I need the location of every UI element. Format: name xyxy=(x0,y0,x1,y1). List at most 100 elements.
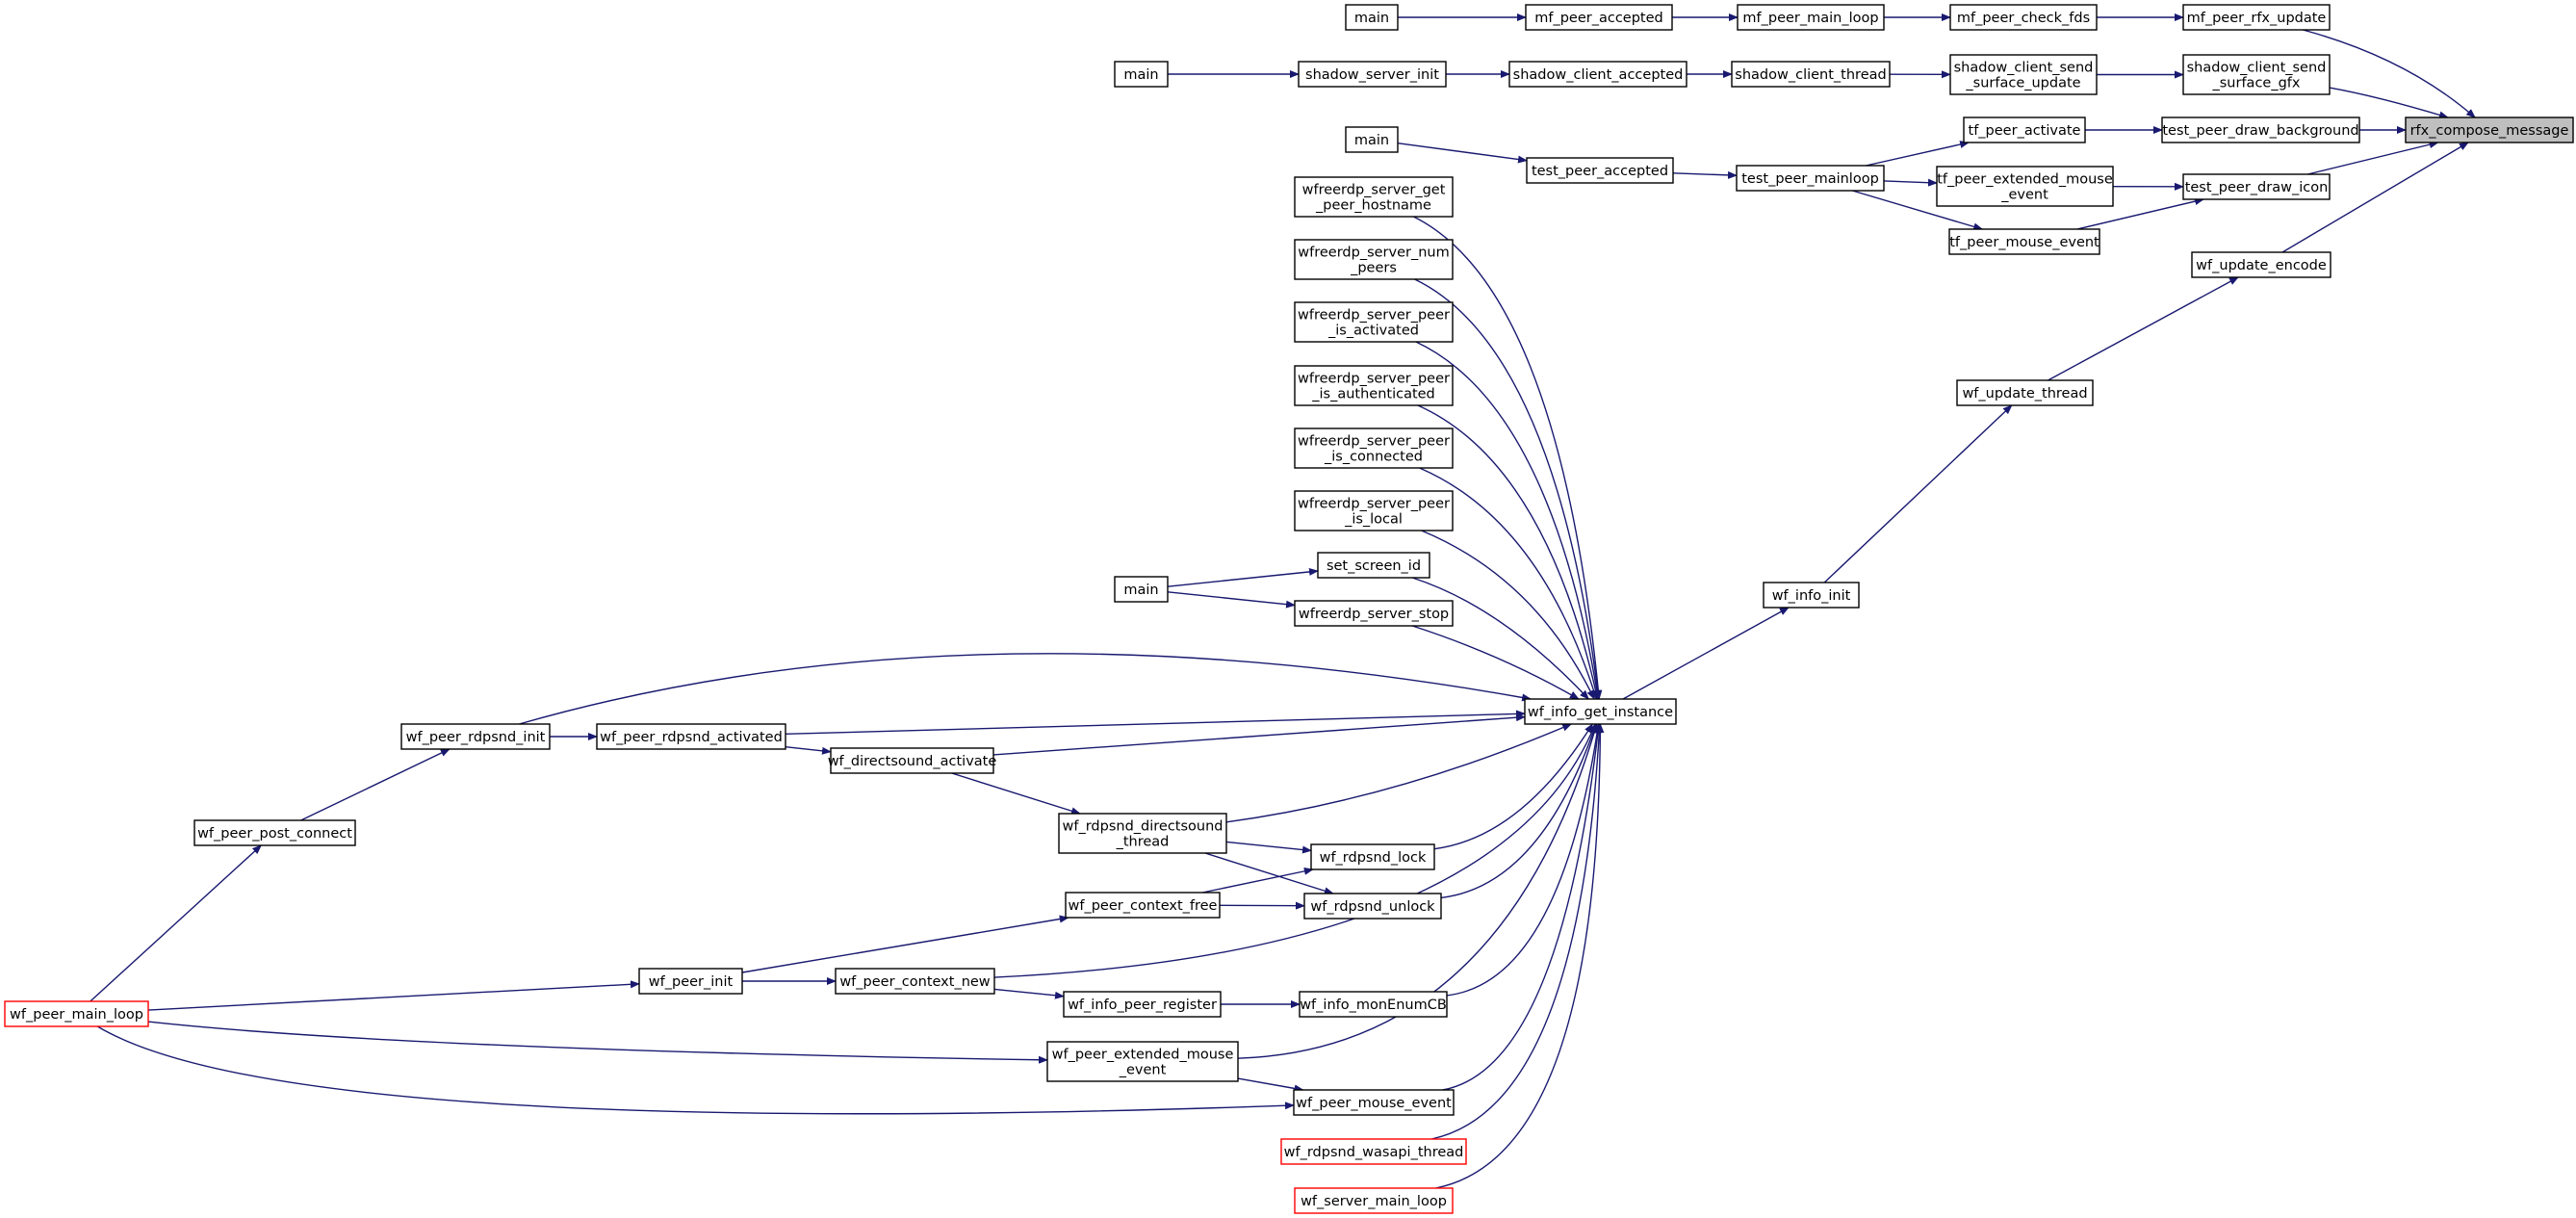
node-wf_upd_thread[interactable]: wf_update_thread xyxy=(1956,379,2094,406)
node-box xyxy=(638,968,743,995)
node-box xyxy=(2182,4,2331,31)
node-sc_gfx[interactable]: shadow_client_send_surface_gfx xyxy=(2182,54,2331,95)
node-label: mf_peer_accepted xyxy=(1534,11,1663,26)
edge-tf_mouse-to-tp_icon xyxy=(2076,197,2205,230)
node-label: _event xyxy=(2000,188,2048,203)
node-label: set_screen_id xyxy=(1327,558,1421,574)
node-sc_thread[interactable]: shadow_client_thread xyxy=(1731,61,1891,88)
node-ws_hostname[interactable]: wfreerdp_server_get_peer_hostname xyxy=(1294,176,1454,218)
edge-main_tp-to-tp_accepted xyxy=(1397,142,1528,164)
node-info_reg[interactable]: wf_info_peer_register xyxy=(1063,991,1222,1018)
node-label: wf_server_main_loop xyxy=(1301,1194,1447,1209)
node-box xyxy=(193,819,356,846)
node-mon_enum[interactable]: wf_info_monEnumCB xyxy=(1299,991,1448,1018)
node-wasapi[interactable]: wf_rdpsnd_wasapi_thread xyxy=(1280,1138,1467,1165)
node-tf_mouse[interactable]: tf_peer_mouse_event xyxy=(1948,228,2100,255)
edge-ds_activate-to-wf_get_inst xyxy=(992,713,1526,756)
node-label: wf_info_monEnumCB xyxy=(1300,998,1447,1013)
node-wf_upd_enc[interactable]: wf_update_encode xyxy=(2191,251,2331,278)
node-box xyxy=(1963,117,2086,143)
node-sc_accepted[interactable]: shadow_client_accepted xyxy=(1508,61,1687,88)
node-label: wf_rdpsnd_wasapi_thread xyxy=(1284,1145,1464,1160)
node-label: tf_peer_extended_mouse xyxy=(1937,172,2113,188)
node-ws_auth[interactable]: wfreerdp_server_peer_is_authenticated xyxy=(1294,365,1454,406)
node-ws_num[interactable]: wfreerdp_server_num_peers xyxy=(1294,239,1454,280)
node-label: wfreerdp_server_peer xyxy=(1298,434,1450,450)
node-label: wf_info_init xyxy=(1772,588,1851,604)
node-ctx_new[interactable]: wf_peer_context_new xyxy=(835,968,995,995)
node-wf_get_inst[interactable]: wf_info_get_instance xyxy=(1524,698,1677,725)
node-label: _is_connected xyxy=(1324,450,1423,465)
node-label: rfx_compose_message xyxy=(2410,123,2569,139)
node-box xyxy=(1936,166,2114,207)
node-tp_icon[interactable]: test_peer_draw_icon xyxy=(2182,173,2331,200)
node-box xyxy=(2405,117,2574,143)
node-ws_stop[interactable]: wfreerdp_server_stop xyxy=(1294,600,1454,627)
node-label: wf_peer_context_new xyxy=(839,974,990,990)
node-label: shadow_client_send xyxy=(2187,61,2327,76)
node-box xyxy=(1114,576,1169,603)
node-main_wf[interactable]: main xyxy=(1114,576,1169,603)
node-box xyxy=(1731,61,1891,88)
node-box xyxy=(1949,54,2098,95)
node-label: _surface_gfx xyxy=(2212,76,2301,91)
node-mf_accepted[interactable]: mf_peer_accepted xyxy=(1525,4,1673,31)
node-srv_main_loop[interactable]: wf_server_main_loop xyxy=(1294,1187,1454,1214)
node-label: mf_peer_rfx_update xyxy=(2187,11,2327,26)
node-tp_loop[interactable]: test_peer_mainloop xyxy=(1736,165,1885,192)
node-tf_activate[interactable]: tf_peer_activate xyxy=(1963,117,2086,143)
node-ws_activated[interactable]: wfreerdp_server_peer_is_activated xyxy=(1294,301,1454,343)
node-mf_rfx_update[interactable]: mf_peer_rfx_update xyxy=(2182,4,2331,31)
edge-srv_main_loop-to-wf_get_inst xyxy=(1435,723,1605,1189)
node-ss_init[interactable]: shadow_server_init xyxy=(1298,61,1447,88)
node-label: shadow_client_accepted xyxy=(1513,67,1684,83)
node-ds_thread[interactable]: wf_rdpsnd_directsound_thread xyxy=(1058,813,1227,854)
node-label: wf_peer_main_loop xyxy=(10,1007,143,1023)
node-peer_init[interactable]: wf_peer_init xyxy=(638,968,743,995)
node-rdpsnd_unlock[interactable]: wf_rdpsnd_unlock xyxy=(1303,893,1442,920)
node-peer_main_loop[interactable]: wf_peer_main_loop xyxy=(4,1000,149,1027)
node-mf_check_fds[interactable]: mf_peer_check_fds xyxy=(1949,4,2098,31)
node-box xyxy=(2191,251,2331,278)
node-post_connect[interactable]: wf_peer_post_connect xyxy=(193,819,356,846)
edge-ds_thread-to-rdpsnd_unlock xyxy=(1204,852,1334,895)
node-label: _peers xyxy=(1350,261,1397,276)
node-peer_ext[interactable]: wf_peer_extended_mouse_event xyxy=(1046,1041,1239,1082)
edge-peer_init-to-ctx_free xyxy=(741,915,1069,973)
node-label: wf_peer_rdpsnd_activated xyxy=(600,730,783,745)
node-wf_info_init[interactable]: wf_info_init xyxy=(1763,582,1860,609)
node-box xyxy=(1737,4,1885,31)
edge-ws_stop-to-wf_get_inst xyxy=(1411,625,1580,700)
node-label: wf_directsound_activate xyxy=(828,754,997,769)
node-main_tp[interactable]: main xyxy=(1345,126,1399,153)
node-label: shadow_server_init xyxy=(1305,67,1439,83)
node-label: wf_peer_post_connect xyxy=(197,826,352,842)
node-box xyxy=(4,1000,149,1027)
node-label: wfreerdp_server_peer xyxy=(1298,308,1450,324)
node-main_mf[interactable]: main xyxy=(1345,4,1399,31)
node-rfx[interactable]: rfx_compose_message xyxy=(2405,117,2574,143)
node-peer_mouse[interactable]: wf_peer_mouse_event xyxy=(1293,1089,1455,1116)
node-label: main xyxy=(1123,67,1158,83)
node-box xyxy=(1948,228,2100,255)
node-label: test_peer_draw_icon xyxy=(2185,180,2329,195)
node-tp_bg[interactable]: test_peer_draw_background xyxy=(2161,117,2360,143)
node-ws_connected[interactable]: wfreerdp_server_peer_is_connected xyxy=(1294,428,1454,469)
node-set_screen[interactable]: set_screen_id xyxy=(1317,552,1430,579)
node-box xyxy=(1294,176,1454,218)
node-tf_ext[interactable]: tf_peer_extended_mouse_event xyxy=(1936,166,2114,207)
node-ws_local[interactable]: wfreerdp_server_peer_is_local xyxy=(1294,490,1454,531)
node-mf_main_loop[interactable]: mf_peer_main_loop xyxy=(1737,4,1885,31)
node-rdpsnd_lock[interactable]: wf_rdpsnd_lock xyxy=(1310,843,1435,870)
node-sc_update[interactable]: shadow_client_send_surface_update xyxy=(1949,54,2098,95)
node-ctx_free[interactable]: wf_peer_context_free xyxy=(1065,892,1221,919)
node-box xyxy=(1345,126,1399,153)
edges-layer xyxy=(90,13,2476,1189)
node-tp_accepted[interactable]: test_peer_accepted xyxy=(1526,157,1674,184)
node-rdpsnd_init[interactable]: wf_peer_rdpsnd_init xyxy=(400,723,551,750)
node-rdpsnd_act[interactable]: wf_peer_rdpsnd_activated xyxy=(596,723,786,750)
node-main_sh[interactable]: main xyxy=(1114,61,1169,88)
edge-ws_auth-to-wf_get_inst xyxy=(1417,404,1600,700)
node-ds_activate[interactable]: wf_directsound_activate xyxy=(828,747,997,774)
node-box xyxy=(1526,157,1674,184)
